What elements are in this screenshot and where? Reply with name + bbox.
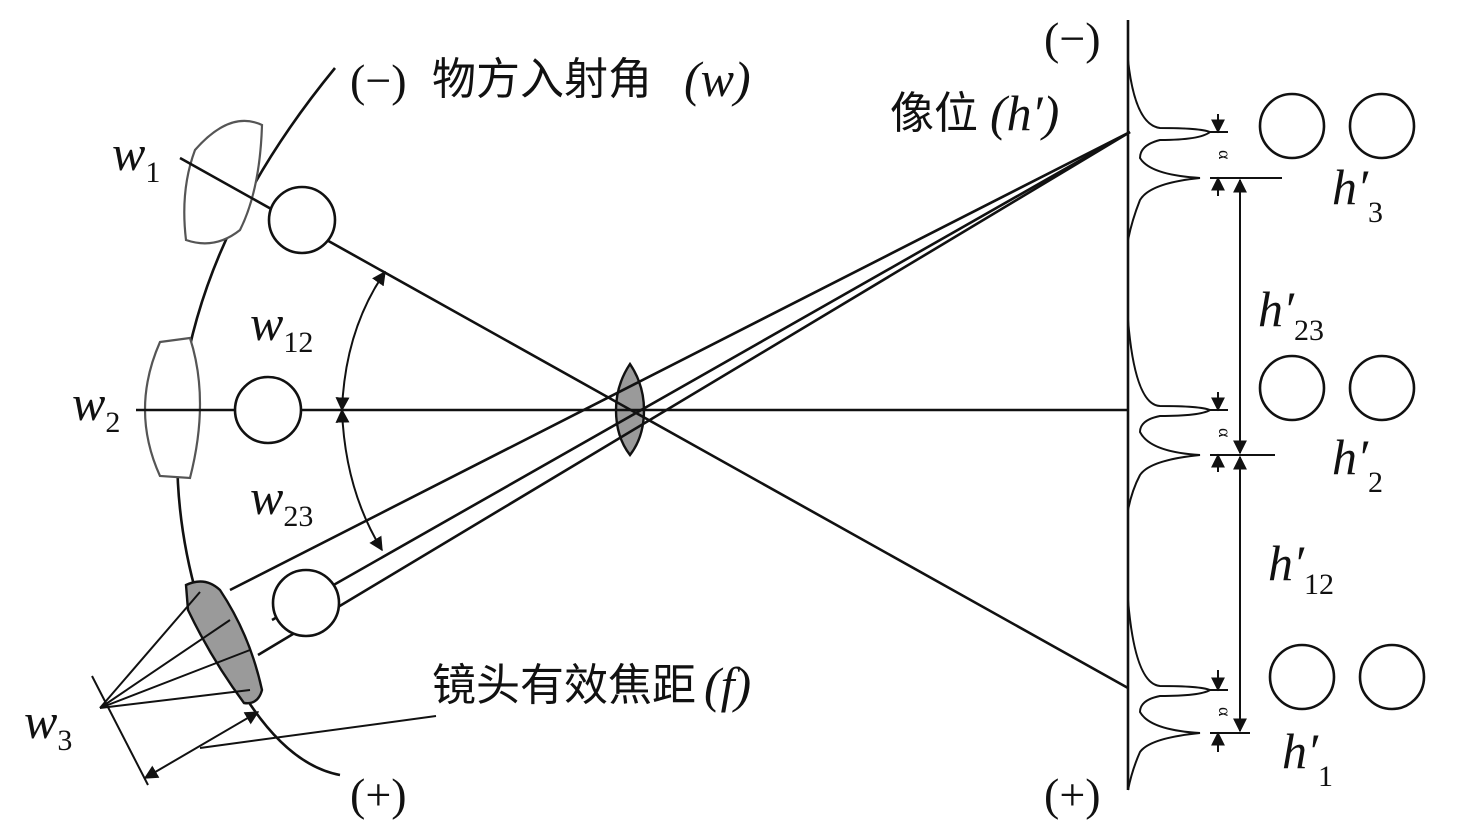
profile-bottom — [1127, 599, 1213, 791]
ray-w3-bundle-3 — [271, 130, 1131, 622]
label-w23: w23 — [250, 469, 313, 533]
object-circle-w3 — [271, 568, 341, 638]
sep-mid — [1210, 392, 1228, 472]
image-circle-3b — [1348, 92, 1416, 160]
profile-mid — [1127, 319, 1213, 511]
image-sign-bottom: (+) — [1044, 769, 1101, 820]
focal-dim-line — [143, 711, 260, 779]
image-circle-1a — [1268, 643, 1336, 711]
delta-mark-mid: α — [1215, 428, 1235, 438]
w3-ray-d — [99, 619, 231, 709]
sep-top — [1210, 114, 1228, 196]
label-h1: h′1 — [1282, 723, 1333, 793]
ray-w1 — [179, 156, 1129, 690]
ray-w3-bundle-2 — [257, 130, 1131, 657]
label-w1: w1 — [112, 125, 160, 189]
image-circle-3a — [1258, 92, 1326, 160]
image-title-text: 像位 — [890, 88, 978, 139]
label-w2: w2 — [72, 375, 120, 439]
focal-leader — [199, 715, 437, 749]
delta-mark-bottom: α — [1215, 707, 1235, 717]
arc-sign-bottom: (+) — [350, 769, 407, 820]
image-title-var: (h′) — [990, 85, 1059, 141]
angle-arc-w23 — [335, 408, 383, 552]
object-circle-w1 — [267, 185, 337, 255]
w3-ray-a — [99, 591, 201, 709]
label-h12: h′12 — [1268, 535, 1334, 601]
image-circle-2a — [1258, 354, 1326, 422]
delta-mark-top: α — [1215, 150, 1235, 160]
image-circle-2b — [1348, 354, 1416, 422]
focal-title-var: (f) — [704, 657, 751, 713]
focal-title-text: 镜头有效焦距 — [432, 660, 696, 711]
lens-w3-gray — [184, 580, 264, 705]
w3-ray-c — [99, 649, 251, 709]
profile-top — [1127, 59, 1212, 241]
focal-tick-left — [91, 675, 149, 786]
sep-bottom — [1210, 670, 1228, 752]
angle-title-sign: (−) — [350, 55, 407, 106]
angle-title-var: (w) — [684, 51, 751, 107]
image-sign-top: (−) — [1044, 13, 1101, 64]
w3-ray-b — [99, 689, 251, 709]
label-w3: w3 — [24, 693, 72, 757]
label-h2: h′2 — [1332, 429, 1383, 499]
object-circle-w2 — [233, 375, 303, 445]
lens-w2-outline — [143, 336, 202, 480]
angle-arc-w12 — [335, 270, 386, 412]
label-w12: w12 — [250, 295, 313, 359]
label-h3: h′3 — [1332, 159, 1383, 229]
angle-title-text: 物方入射角 — [432, 54, 652, 105]
ray-w3-bundle-1 — [229, 130, 1131, 592]
label-h23: h′23 — [1258, 281, 1324, 347]
image-circle-1b — [1358, 643, 1426, 711]
